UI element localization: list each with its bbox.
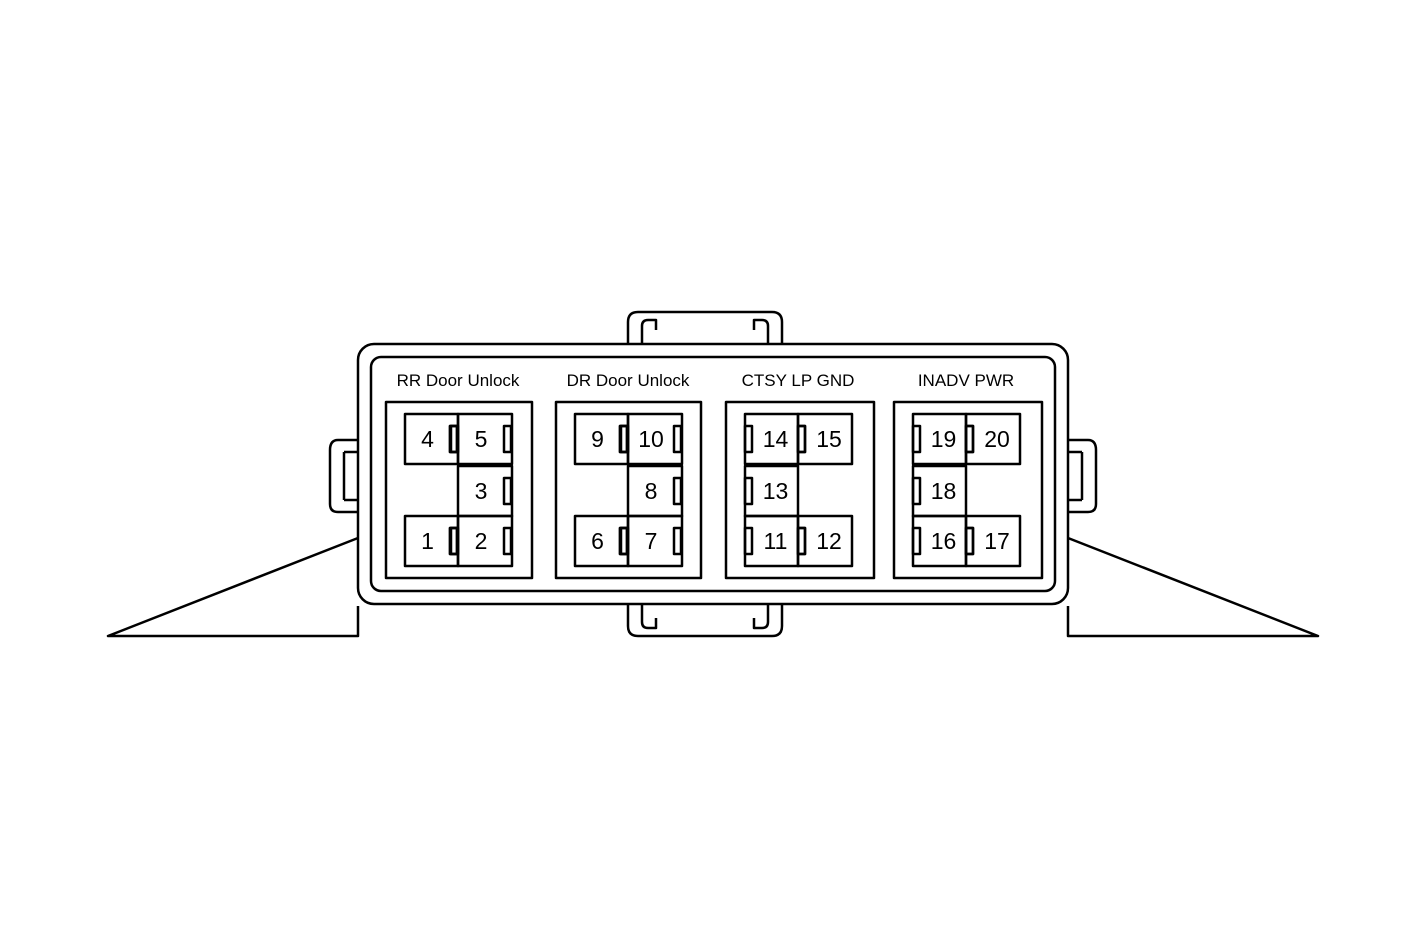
pin-number: 7 [645,528,658,554]
terminal-cavity: 13 [743,464,800,518]
cavity-group-2: DR Door Unlock 9 10 8 6 7 [554,371,703,580]
locking-tab [502,526,513,556]
terminal-cavity: 16 [911,514,968,568]
pin-number: 3 [475,478,488,504]
locking-tab [619,526,630,556]
group-label: INADV PWR [918,371,1014,390]
connector-housing [356,342,1070,606]
pin-number: 11 [764,528,788,554]
locking-tab [911,476,922,506]
pin-number: 18 [931,478,957,504]
cavity-group-1: RR Door Unlock 4 5 3 1 2 [384,371,534,580]
cavity-group-3: CTSY LP GND 14 15 13 11 12 [724,371,876,580]
terminal-cavity: 5 [449,412,514,466]
locking-tab [796,424,807,454]
locking-tab [743,476,754,506]
cavity-group-4: INADV PWR 19 20 18 16 17 [892,371,1044,580]
cavity-group-frame [724,400,876,580]
bottom-latch [626,600,784,638]
left-side-clip [328,438,358,514]
locking-tab [911,424,922,454]
locking-tab [911,526,922,556]
cavity-group-frame [892,400,1044,580]
locking-tab [619,424,630,454]
pin-number: 2 [475,528,488,554]
pin-number: 14 [763,426,789,452]
pin-number: 20 [984,426,1010,452]
terminal-cavity: 17 [964,514,1022,568]
terminal-cavity: 14 [743,412,800,466]
locking-tab [796,526,807,556]
cavity-group-frame [554,400,703,580]
pin-number: 8 [645,478,658,504]
terminal-cavity: 12 [796,514,854,568]
pin-number: 17 [984,528,1010,554]
pin-number: 10 [638,426,664,452]
connector-housing-inner [369,355,1057,593]
right-mounting-flange [1066,536,1320,638]
right-side-clip [1068,438,1098,514]
locking-tab [502,476,513,506]
locking-tab [743,526,754,556]
cavity-group-frame [384,400,534,580]
terminal-cavity: 19 [911,412,968,466]
terminal-cavity: 2 [449,514,514,568]
locking-tab [964,424,975,454]
group-label: CTSY LP GND [742,371,855,390]
pin-number: 16 [931,528,957,554]
group-label: DR Door Unlock [567,371,690,390]
locking-tab [672,526,683,556]
group-label: RR Door Unlock [397,371,520,390]
pin-number: 12 [816,528,842,554]
pin-number: 4 [421,426,434,452]
terminal-cavity: 15 [796,412,854,466]
pin-number: 5 [475,426,488,452]
locking-tab [449,526,460,556]
locking-tab [449,424,460,454]
pin-number: 1 [421,528,434,554]
locking-tab [672,476,683,506]
top-latch [626,310,784,346]
terminal-cavity: 20 [964,412,1022,466]
left-mounting-flange [106,536,360,638]
terminal-cavity: 7 [619,514,684,568]
locking-tab [964,526,975,556]
pin-number: 9 [591,426,604,452]
terminal-cavity: 10 [619,412,684,466]
locking-tab [672,424,683,454]
pin-number: 13 [763,478,789,504]
pin-number: 19 [931,426,957,452]
terminal-cavity: 3 [456,464,514,518]
pin-number: 6 [591,528,604,554]
pin-number: 15 [816,426,842,452]
locking-tab [502,424,513,454]
locking-tab [743,424,754,454]
